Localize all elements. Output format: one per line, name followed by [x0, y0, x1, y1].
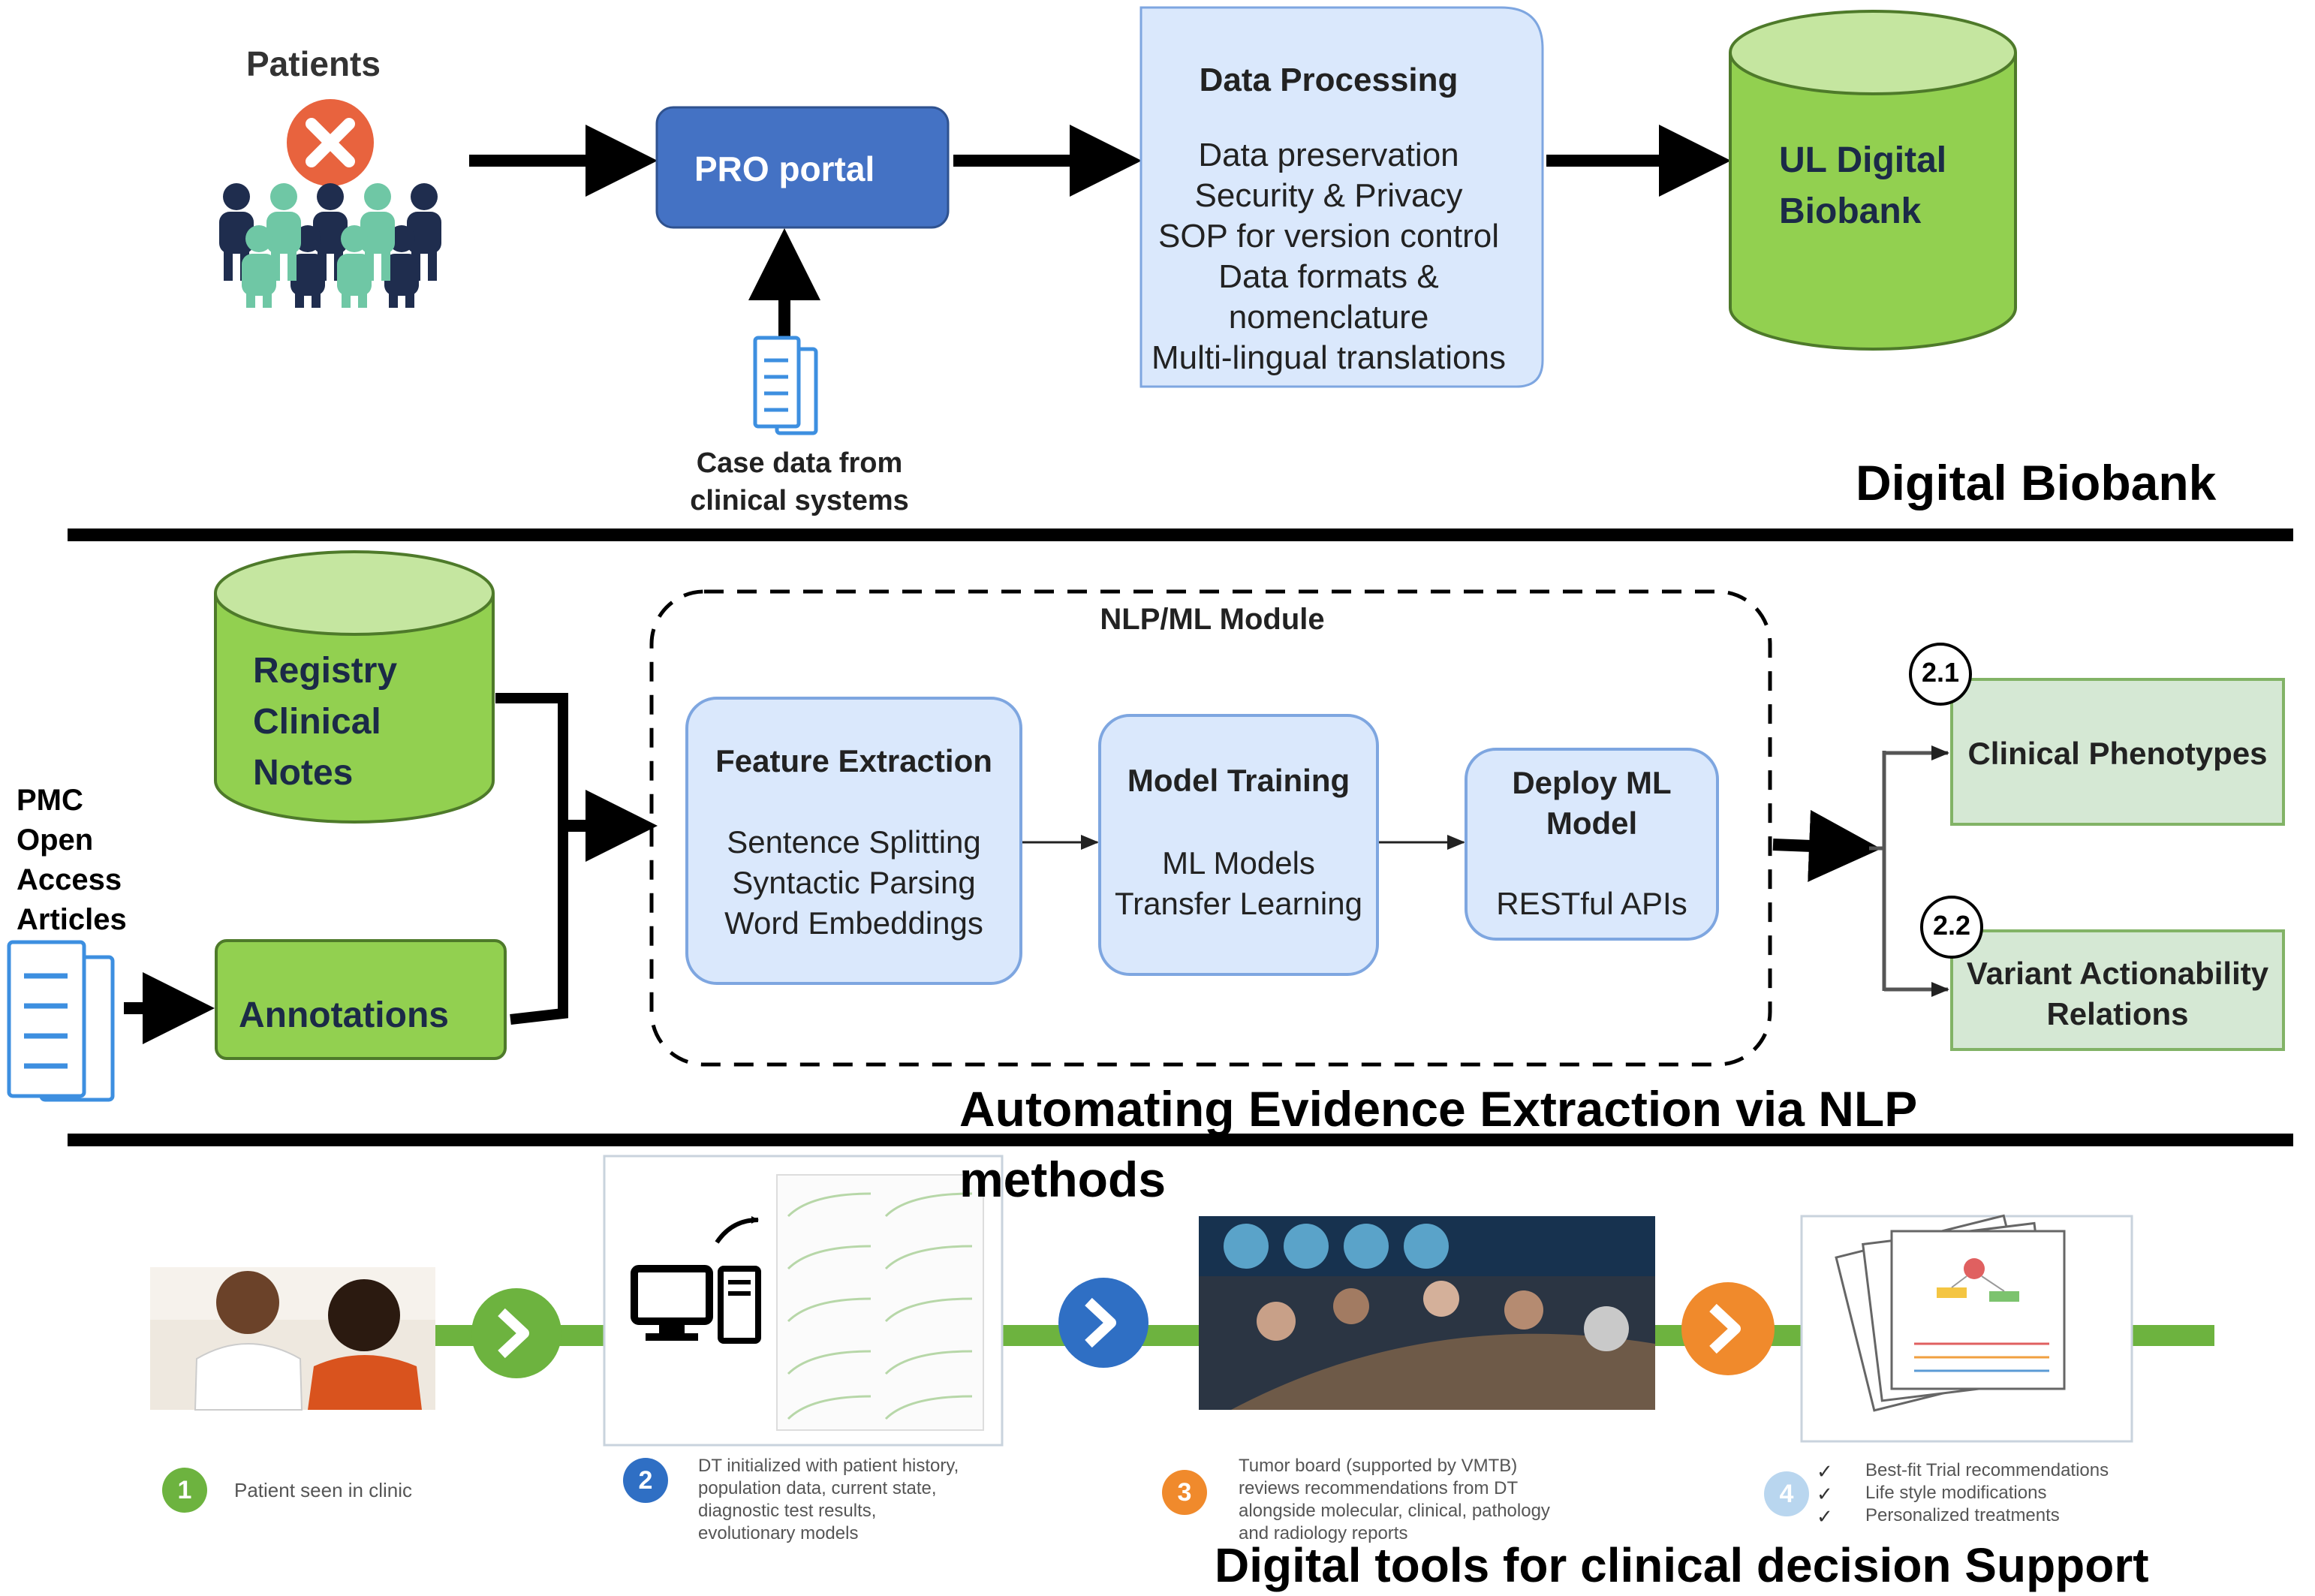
deploy-model-item: RESTful APIs [1496, 886, 1687, 921]
model-training-item: Transfer Learning [1115, 886, 1362, 921]
step-3-text: Tumor board (supported by VMTB) reviews … [1239, 1456, 1550, 1543]
deploy-model-box [1465, 748, 1719, 941]
data-processing-item: Multi-lingual translations [1151, 339, 1506, 376]
annotations-box [215, 939, 507, 1060]
section-divider-1 [68, 528, 2293, 541]
step-4-check: ✓ [1817, 1483, 1833, 1505]
biobank-label: UL Digital Biobank [1779, 140, 1947, 231]
badge-2-1-circle [1909, 643, 1972, 706]
pro-portal-box [655, 106, 950, 229]
pro-portal-label: PRO portal [694, 149, 875, 188]
patients-icon [219, 99, 441, 308]
section-divider-2 [68, 1134, 2293, 1146]
badge-2-2: 2.2 [1932, 910, 1971, 941]
model-training-box [1098, 714, 1379, 976]
step-4-item: Life style modifications [1865, 1483, 2047, 1503]
data-processing-item: Data formats & [1218, 258, 1439, 295]
arrow-module-to-outputs [1772, 809, 1881, 882]
model-training-title: Model Training [1127, 763, 1350, 798]
section-title-nlp: Automating Evidence Extraction via NLP m… [959, 1081, 1918, 1207]
badge-2-1: 2.1 [1921, 657, 1960, 688]
chevron-right-icon-3 [1709, 1303, 1741, 1354]
connector-outputs [1869, 751, 1886, 991]
step-1-circle [162, 1468, 207, 1513]
step-3-circle [1162, 1470, 1207, 1515]
output-clinical-phenotypes-label: Clinical Phenotypes [1967, 736, 2268, 771]
output-clinical-phenotypes-box [1950, 678, 2285, 826]
step-1-number: 1 [177, 1476, 192, 1504]
output-variant-label: Variant Actionability Relations [1966, 956, 2269, 1031]
step-2-text: DT initialized with patient history, pop… [698, 1456, 959, 1543]
data-processing-item: SOP for version control [1158, 218, 1500, 254]
section-title-decision-support: Digital tools for clinical decision Supp… [1215, 1538, 2149, 1592]
data-processing-item: Security & Privacy [1194, 177, 1463, 214]
step-2-circle [623, 1458, 668, 1503]
step-1-text: Patient seen in clinic [234, 1479, 413, 1501]
registry-cylinder [214, 550, 495, 824]
connector-annotations [510, 826, 568, 1025]
feature-extraction-item: Syntactic Parsing [732, 865, 976, 900]
data-processing-item: Data preservation [1198, 137, 1459, 173]
data-processing-item: nomenclature [1228, 299, 1429, 336]
connector-registry [495, 693, 568, 826]
annotations-label: Annotations [239, 995, 449, 1035]
case-data-label: Case data from clinical systems [690, 447, 909, 516]
output-variant-box [1950, 929, 2285, 1051]
step-4-item: Best-fit Trial recommendations [1865, 1460, 2109, 1480]
report-documents-image [1800, 1214, 2133, 1443]
model-training-item: ML Models [1162, 845, 1315, 881]
feature-extraction-item: Sentence Splitting [727, 824, 981, 860]
step-3-number: 3 [1177, 1478, 1192, 1507]
clinic-visit-image [150, 1267, 435, 1411]
nlp-ml-module-container [649, 589, 1772, 1067]
section-title-digital-biobank: Digital Biobank [1856, 455, 2217, 510]
chevron-right-icon-1 [498, 1308, 529, 1359]
pmc-label: PMC Open Access Articles [17, 784, 127, 936]
step-4-check: ✓ [1817, 1505, 1833, 1528]
registry-label: Registry Clinical Notes [253, 651, 398, 793]
patients-label: Patients [246, 44, 381, 83]
data-processing-title: Data Processing [1199, 62, 1459, 98]
articles-document-icon [7, 940, 115, 1102]
chevron-right-icon-2 [1085, 1297, 1116, 1348]
step-4-check: ✓ [1817, 1460, 1833, 1483]
document-icon [753, 336, 818, 435]
feature-extraction-box [685, 697, 1022, 985]
digital-twin-image [603, 1155, 1004, 1447]
step-4-item: Personalized treatments [1865, 1505, 2060, 1525]
deploy-model-title: Deploy ML Model [1512, 765, 1672, 841]
step-2-number: 2 [638, 1466, 653, 1495]
step-4-circle [1764, 1471, 1809, 1516]
feature-extraction-title: Feature Extraction [715, 743, 992, 778]
tumor-board-image [1199, 1216, 1655, 1410]
feature-extraction-item: Word Embeddings [724, 905, 983, 941]
nlp-ml-module-title: NLP/ML Module [1100, 603, 1325, 636]
badge-2-2-circle [1920, 896, 1983, 959]
data-processing-box [1139, 6, 1544, 388]
step-4-number: 4 [1779, 1480, 1794, 1508]
biobank-cylinder [1729, 10, 2017, 351]
